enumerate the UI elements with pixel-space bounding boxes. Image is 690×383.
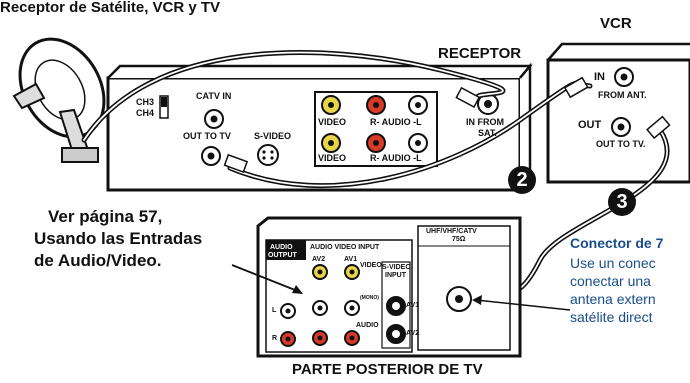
video-label: VIDEO — [360, 262, 382, 269]
page-title: Receptor de Satélite, VCR y TV — [0, 0, 221, 16]
tv-antenna-jack-icon — [446, 286, 472, 312]
step-three-badge: 3 — [608, 188, 636, 216]
tv-av2-audio-l-jack-icon — [312, 300, 328, 316]
arrow-icons — [231, 264, 571, 311]
side-note-line-2: conectar una — [570, 273, 651, 289]
audio-label: AUDIO — [356, 322, 379, 329]
av2-label: AV2 — [312, 256, 326, 263]
video-out2-jack-icon — [321, 133, 341, 153]
note-line-2: Usando las Entradas — [34, 229, 203, 248]
tv-av1-audio-r-jack-icon — [344, 330, 360, 346]
tv-audio-output-l-jack-icon — [280, 303, 296, 319]
vcr-in-label: IN — [594, 71, 605, 83]
note-line-1: Ver página 57, — [48, 207, 163, 226]
catv-in-label: CATV IN — [196, 91, 232, 101]
uhf-vhf-catv-label: UHF/VHF/CATV — [426, 228, 477, 235]
audio-top-label: R- AUDIO -L — [370, 117, 422, 127]
note-line-3: de Audio/Video. — [34, 251, 162, 270]
ch4-label: CH4 — [136, 108, 155, 118]
vcr-in-connector-icon — [614, 67, 634, 87]
s-video-input-label: S-VIDEO — [382, 264, 411, 271]
video-bottom-label: VIDEO — [318, 153, 347, 163]
l-label: L — [272, 307, 277, 314]
out-to-tv-label: OUT TO TV — [183, 131, 231, 141]
audio-r-out-jack-icon — [366, 95, 386, 115]
side-note-line-1: Use un conec — [570, 255, 656, 271]
av1-label: AV1 — [344, 256, 358, 263]
audio-output-label: AUDIO — [270, 244, 293, 251]
inputs-header-label: AUDIO VIDEO INPUT — [310, 244, 380, 251]
in-from-label: IN FROM — [466, 117, 504, 127]
video-out-jack-icon — [321, 95, 341, 115]
catv-in-connector-icon — [204, 109, 224, 129]
vcr-out-label: OUT — [578, 119, 602, 131]
vcr-out-to-tv-label: OUT TO TV. — [596, 139, 646, 149]
in-from-sat-connector-icon — [477, 93, 499, 115]
bottom-caption: PARTE POSTERIOR DE TV — [292, 361, 483, 378]
audio-output-label-2: OUTPUT — [268, 252, 297, 259]
s-video-connector-icon — [257, 144, 279, 166]
av1-side-label: AV1 — [406, 302, 420, 309]
vcr-out-connector-icon — [611, 117, 631, 137]
receiver-label: RECEPTOR — [438, 45, 522, 62]
av2-side-label: AV2 — [406, 330, 420, 337]
tv-s-video-av1-jack-icon — [386, 296, 406, 316]
side-note-line-3: antena extern — [570, 291, 656, 307]
audio-l-out-jack-icon — [408, 95, 428, 115]
tv-s-video-av2-jack-icon — [386, 324, 406, 344]
s-video-input-label-2: INPUT — [385, 272, 406, 279]
ch3-label: CH3 — [136, 97, 155, 107]
mono-label: (MONO) — [360, 295, 379, 301]
tv-av1-audio-l-jack-icon — [344, 300, 360, 316]
video-top-label: VIDEO — [318, 117, 347, 127]
audio-l-out2-jack-icon — [408, 133, 428, 153]
ohm-label: 75Ω — [452, 236, 466, 243]
audio-r-out2-jack-icon — [366, 133, 386, 153]
vcr-label: VCR — [600, 15, 632, 32]
satellite-dish-icon — [12, 37, 106, 163]
tv-av1-video-jack-icon — [344, 264, 360, 280]
s-video-label: S-VIDEO — [254, 131, 292, 141]
tv-av2-video-jack-icon — [312, 264, 328, 280]
step-two-badge: 2 — [508, 166, 536, 194]
audio-bottom-label: R- AUDIO -L — [370, 153, 422, 163]
tv-audio-output-r-jack-icon — [280, 331, 296, 347]
vcr-from-ant-label: FROM ANT. — [598, 90, 647, 100]
r-label: R — [272, 335, 278, 342]
vcr-box — [546, 42, 690, 184]
tv-av2-audio-r-jack-icon — [312, 330, 328, 346]
side-note-line-4: satélite direct — [570, 309, 653, 325]
sat-label: SAT. — [478, 128, 497, 138]
side-note-title: Conector de 7 — [570, 235, 664, 251]
out-to-tv-connector-icon — [201, 146, 221, 166]
